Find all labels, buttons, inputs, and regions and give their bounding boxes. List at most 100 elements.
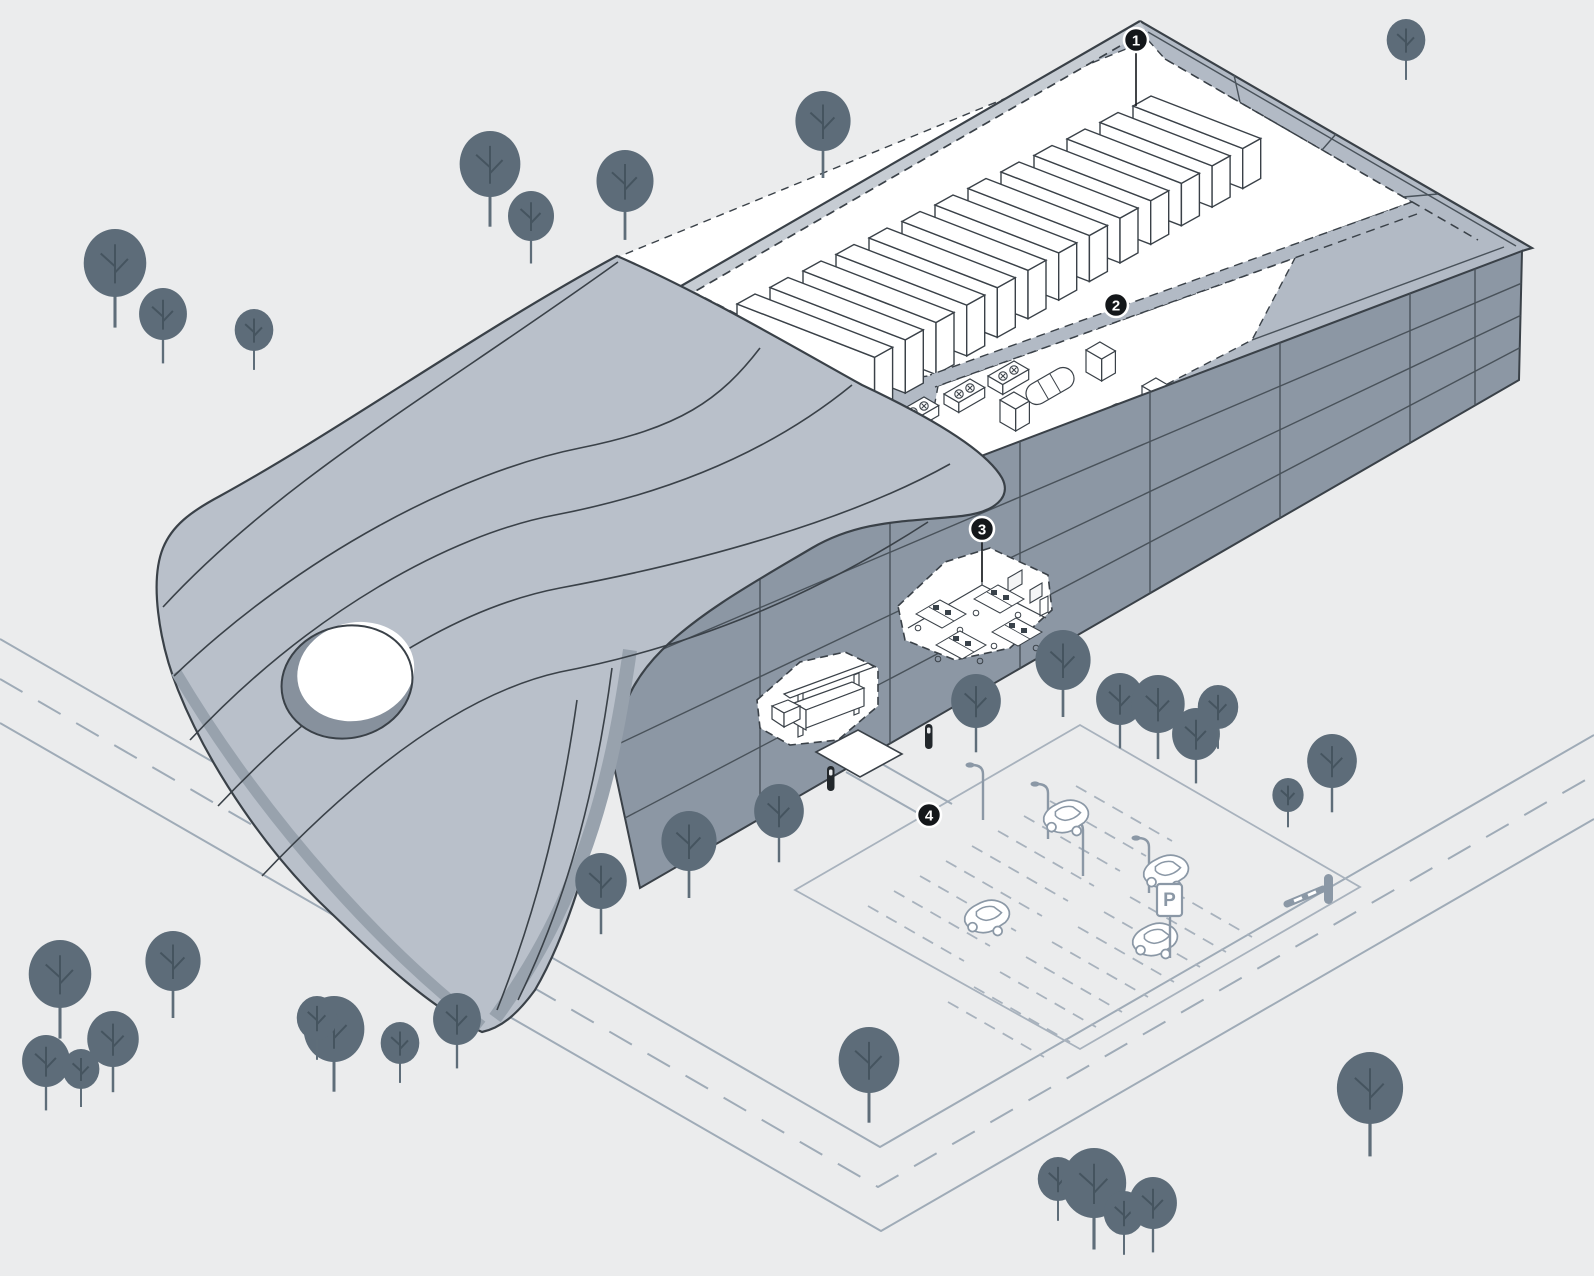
tree	[508, 191, 554, 264]
entrance-mat	[814, 729, 904, 778]
stall-line	[867, 905, 965, 962]
tree-branches	[34, 1046, 57, 1077]
tree-branches	[1319, 746, 1343, 778]
tree-canopy	[296, 996, 338, 1040]
tree-branches	[1184, 719, 1207, 750]
tree-canopy	[508, 191, 554, 241]
tree-branches	[588, 865, 613, 898]
tree	[838, 1027, 900, 1123]
roof-circular-opening	[280, 621, 415, 740]
tree-canopy	[795, 91, 851, 151]
bollard	[925, 724, 933, 749]
stall-line	[1155, 881, 1253, 938]
stall-line	[973, 986, 1071, 1043]
stall-line	[1025, 956, 1123, 1013]
monitor	[965, 641, 971, 646]
tree-branches	[307, 1005, 327, 1032]
stall-line	[945, 860, 1043, 917]
office-chair	[990, 642, 998, 650]
tree-branches	[675, 824, 702, 859]
whiteboard	[1029, 582, 1043, 604]
tree	[754, 784, 804, 863]
fan-blades-icon	[1000, 373, 1006, 379]
tree-canopy	[575, 853, 627, 909]
tree-branches	[766, 796, 790, 828]
callout-badge	[968, 515, 996, 543]
tree	[661, 811, 717, 898]
lamp-head	[965, 762, 975, 768]
fan-unit	[942, 378, 986, 414]
stall-line	[893, 890, 991, 947]
parking-sign-label: P	[1163, 890, 1176, 911]
office-chair	[934, 655, 942, 663]
tree-branches	[1208, 694, 1228, 721]
tree	[1035, 630, 1091, 717]
office-desk-clusters	[914, 584, 1044, 665]
tree-branches	[1141, 1188, 1164, 1219]
server-rack-rows	[735, 95, 1263, 413]
lamp-head	[1131, 835, 1141, 841]
tree-canopy	[1307, 734, 1357, 788]
callout-marker-3: 3	[968, 515, 996, 582]
wave-roof	[155, 254, 1006, 1034]
desk-cluster	[990, 617, 1044, 652]
tree-canopy	[380, 1022, 420, 1064]
office-cutaway	[897, 547, 1053, 665]
stall-line	[997, 830, 1095, 887]
monitor	[953, 636, 959, 641]
tree-branches	[1396, 28, 1415, 53]
tree	[1386, 19, 1426, 80]
building	[155, 20, 1535, 1034]
stall-line	[947, 1001, 1045, 1058]
road-center-dashed-line	[0, 678, 1594, 1188]
tree-canopy	[1129, 1177, 1177, 1229]
parking-sign: P	[1155, 882, 1184, 958]
road-outer-edge	[0, 722, 1594, 1232]
entrance-walkway	[845, 759, 953, 821]
tree-branches	[71, 1058, 90, 1081]
tree-branches	[244, 318, 263, 343]
tree	[380, 1022, 420, 1083]
tree	[1096, 673, 1144, 749]
tree	[62, 1049, 100, 1107]
stall-line	[1103, 911, 1201, 968]
tree-canopy	[87, 1011, 139, 1067]
tree-canopy	[22, 1035, 70, 1087]
callout-number: 4	[925, 807, 934, 824]
tree-canopy	[596, 150, 654, 212]
tree-branches	[1354, 1068, 1385, 1110]
lamp-post	[965, 762, 985, 820]
parking-lot: P	[793, 723, 1362, 1058]
desk-cluster	[934, 630, 988, 665]
tree-canopy	[1386, 19, 1426, 61]
reception-desk	[770, 662, 876, 738]
tree-canopy	[951, 674, 1001, 728]
tree	[575, 853, 627, 935]
wave-roof-surface	[155, 254, 1006, 1034]
fan-blades-icon	[921, 403, 927, 409]
callout-number: 1	[1132, 32, 1140, 49]
entrance-bollards	[827, 724, 933, 791]
hall-divider-band	[929, 201, 1418, 388]
tree-branches	[100, 244, 129, 284]
tree-branches	[159, 944, 186, 979]
whiteboard	[1007, 569, 1023, 593]
stall-line	[1075, 785, 1173, 842]
tree	[1272, 778, 1304, 828]
barrier-gate	[1283, 874, 1333, 908]
tree	[795, 91, 851, 178]
tree-branches	[100, 1023, 125, 1056]
monitor	[933, 605, 939, 610]
callout-badge	[1122, 26, 1150, 54]
stall-line	[1049, 800, 1147, 857]
tree-branches	[809, 104, 836, 139]
tree	[139, 288, 187, 364]
monitor	[991, 590, 997, 595]
tree	[1197, 685, 1239, 749]
roof-right-band	[1147, 31, 1517, 341]
generator-turbine	[1025, 366, 1075, 406]
tree-branches	[963, 686, 987, 718]
reception-cutaway	[756, 651, 879, 746]
generator-set	[998, 341, 1117, 433]
